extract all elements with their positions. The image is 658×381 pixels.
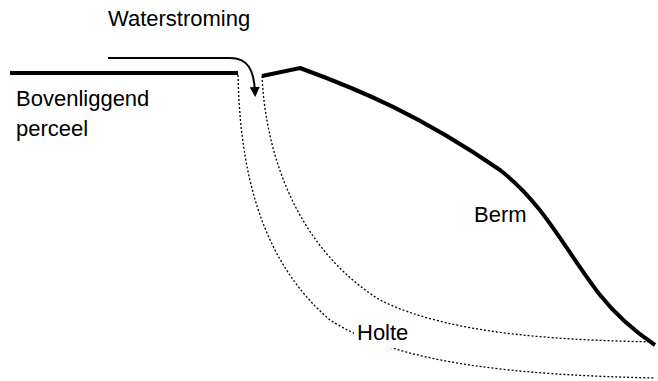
embankment-surface [262, 68, 655, 345]
cavity-outline [262, 76, 655, 342]
cavity-label: Holte [354, 318, 411, 348]
flow-label: Waterstroming [108, 4, 250, 34]
parcel-label: Bovenliggend perceel [16, 84, 176, 144]
embankment-label: Berm [474, 200, 527, 230]
cavity-outline [238, 75, 655, 378]
parcel-surface [10, 71, 238, 75]
